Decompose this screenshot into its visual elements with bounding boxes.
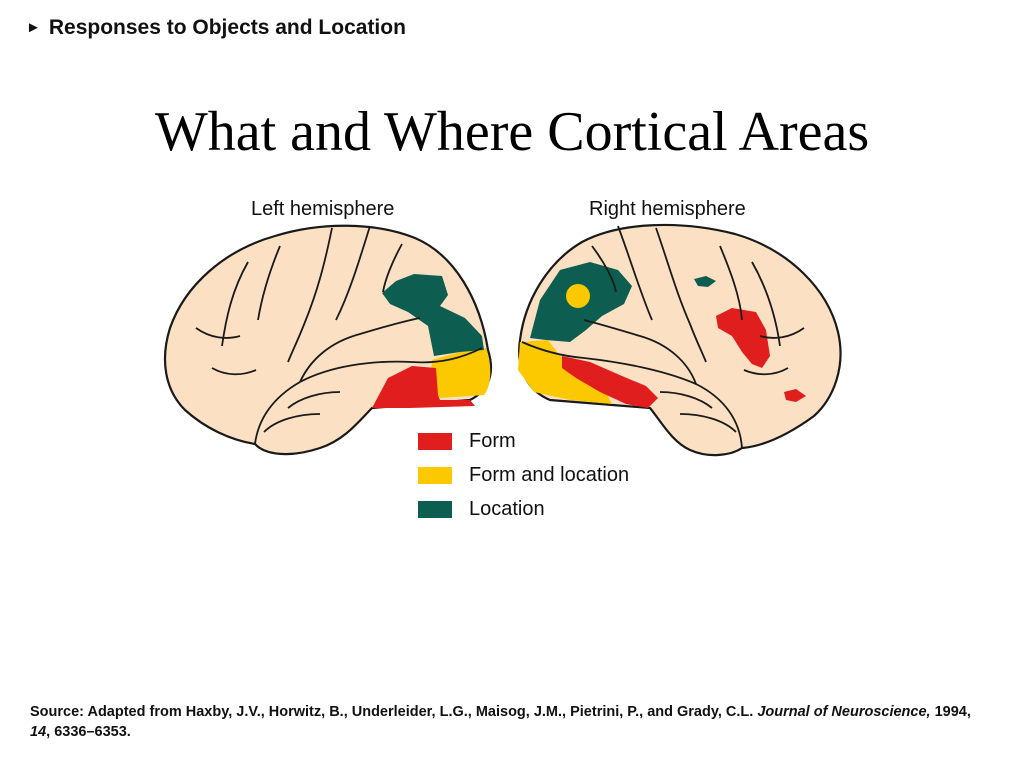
right-hemisphere	[518, 223, 842, 457]
source-journal: Journal of Neuroscience,	[757, 704, 931, 720]
section-header: ► Responses to Objects and Location	[26, 16, 406, 40]
legend-item-form: Form	[418, 424, 629, 458]
right-form-location-spot	[566, 284, 590, 308]
legend-item-location: Location	[418, 492, 629, 526]
right-location-small	[694, 276, 716, 287]
source-prefix: Source: Adapted from Haxby, J.V., Horwit…	[30, 704, 758, 720]
legend-item-form-and-location: Form and location	[418, 458, 629, 492]
left-hemisphere-label: Left hemisphere	[251, 198, 395, 220]
section-header-title: Responses to Objects and Location	[48, 16, 406, 39]
source-citation: Source: Adapted from Haxby, J.V., Horwit…	[30, 702, 990, 742]
right-hemisphere-label: Right hemisphere	[589, 198, 746, 220]
left-form-region	[372, 366, 475, 408]
legend-label-form-and-location: Form and location	[469, 463, 630, 486]
right-form-frontal-region	[716, 308, 770, 368]
source-year: 1994,	[930, 704, 971, 720]
source-volume: 14	[30, 724, 47, 740]
left-sulci	[195, 225, 483, 445]
right-form-temporal-region	[562, 356, 658, 408]
legend-label-form: Form	[469, 429, 516, 452]
legend-swatch-form-and-location	[418, 466, 452, 484]
right-form-location-region	[518, 340, 612, 404]
legend: Form Form and location Location	[418, 424, 629, 526]
left-hemisphere	[163, 224, 492, 456]
left-location-region	[382, 274, 484, 356]
legend-label-location: Location	[469, 497, 545, 520]
legend-swatch-location	[418, 500, 452, 518]
legend-swatch-form	[418, 432, 452, 450]
right-form-frontal-spot	[784, 389, 806, 402]
right-sulci	[521, 225, 805, 449]
source-pages: , 6336–6353.	[46, 724, 131, 740]
bullet-arrow-icon: ►	[26, 19, 41, 36]
slide-title: What and Where Cortical Areas	[154, 101, 870, 163]
